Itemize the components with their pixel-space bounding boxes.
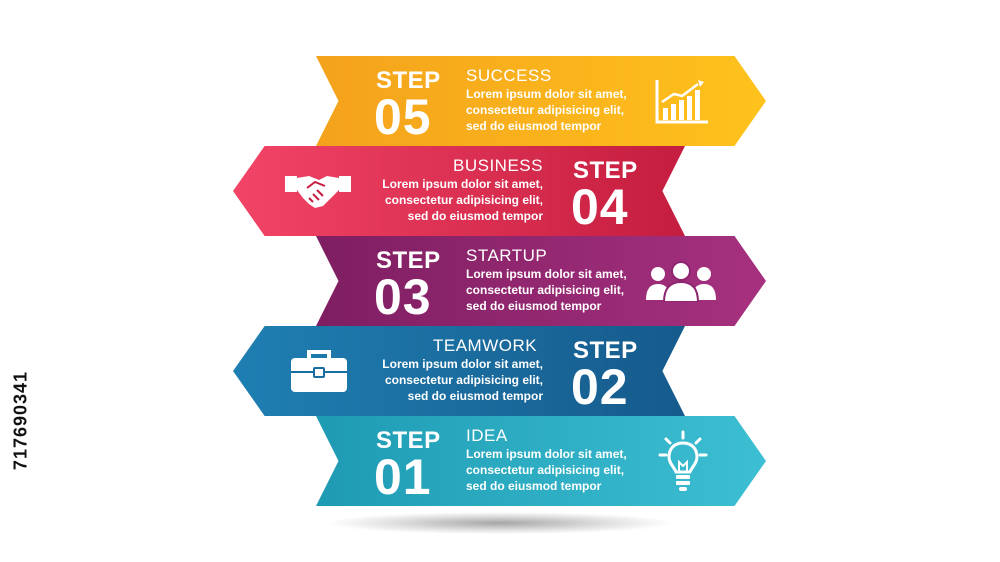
step-04-number: 04 bbox=[571, 179, 629, 235]
step-05-band: STEP 05 SUCCESS Lorem ipsum dolor sit am… bbox=[316, 56, 766, 146]
step-04-band: BUSINESS Lorem ipsum dolor sit amet, con… bbox=[233, 146, 685, 236]
step-02-number: 02 bbox=[571, 359, 629, 415]
step-03-title: STARTUP bbox=[466, 246, 548, 265]
step-03-number: 03 bbox=[374, 269, 432, 325]
step-04-desc-line: consectetur adipisicing elit, bbox=[384, 193, 543, 207]
step-02-desc-line: consectetur adipisicing elit, bbox=[384, 373, 543, 387]
step-02-title: TEAMWORK bbox=[433, 336, 538, 355]
step-03-desc-line: consectetur adipisicing elit, bbox=[466, 283, 625, 297]
lightbulb-icon bbox=[658, 430, 708, 491]
step-01-desc-line: sed do eiusmod tempor bbox=[466, 479, 602, 493]
handshake-icon bbox=[285, 176, 351, 208]
step-03-arrow-shape bbox=[316, 236, 766, 326]
step-03-description: Lorem ipsum dolor sit amet, consectetur … bbox=[466, 266, 627, 314]
step-04-desc-line: sed do eiusmod tempor bbox=[407, 209, 543, 223]
step-01-number: 01 bbox=[374, 449, 432, 505]
bar-chart-icon bbox=[655, 80, 708, 124]
step-01-title: IDEA bbox=[466, 426, 508, 445]
step-02-word: STEP bbox=[573, 337, 638, 364]
step-01-arrow-shape bbox=[316, 416, 766, 506]
step-02-desc-line: Lorem ipsum dolor sit amet, bbox=[382, 357, 543, 371]
step-05-desc-line: consectetur adipisicing elit, bbox=[466, 103, 625, 117]
step-05-desc-line: sed do eiusmod tempor bbox=[466, 119, 602, 133]
step-01-desc-line: Lorem ipsum dolor sit amet, bbox=[466, 447, 627, 461]
step-05-title: SUCCESS bbox=[466, 66, 552, 85]
step-01-band: STEP 01 IDEA Lorem ipsum dolor sit amet,… bbox=[316, 416, 766, 506]
briefcase-icon bbox=[291, 350, 347, 392]
step-01-desc-line: consectetur adipisicing elit, bbox=[466, 463, 625, 477]
image-id-text: 717690341 bbox=[10, 370, 31, 471]
step-01-word: STEP bbox=[376, 427, 441, 454]
step-05-number: 05 bbox=[374, 89, 432, 145]
step-02-desc-line: sed do eiusmod tempor bbox=[407, 389, 543, 403]
step-04-title: BUSINESS bbox=[453, 156, 543, 175]
floor-shadow bbox=[330, 512, 670, 534]
step-05-word: STEP bbox=[376, 67, 441, 94]
image-id-label: 717690341 bbox=[6, 330, 36, 530]
step-03-band: STEP 03 STARTUP Lorem ipsum dolor sit am… bbox=[316, 236, 766, 326]
step-01-description: Lorem ipsum dolor sit amet, consectetur … bbox=[466, 446, 627, 494]
step-02-description: Lorem ipsum dolor sit amet, consectetur … bbox=[373, 356, 543, 404]
step-04-description: Lorem ipsum dolor sit amet, consectetur … bbox=[373, 176, 543, 224]
step-05-description: Lorem ipsum dolor sit amet, consectetur … bbox=[466, 86, 627, 134]
step-04-word: STEP bbox=[573, 157, 638, 184]
step-03-desc-line: sed do eiusmod tempor bbox=[466, 299, 602, 313]
step-04-desc-line: Lorem ipsum dolor sit amet, bbox=[382, 177, 543, 191]
step-03-desc-line: Lorem ipsum dolor sit amet, bbox=[466, 267, 627, 281]
people-icon bbox=[646, 261, 716, 302]
step-05-desc-line: Lorem ipsum dolor sit amet, bbox=[466, 87, 627, 101]
step-03-word: STEP bbox=[376, 247, 441, 274]
step-02-band: TEAMWORK Lorem ipsum dolor sit amet, con… bbox=[233, 326, 685, 416]
